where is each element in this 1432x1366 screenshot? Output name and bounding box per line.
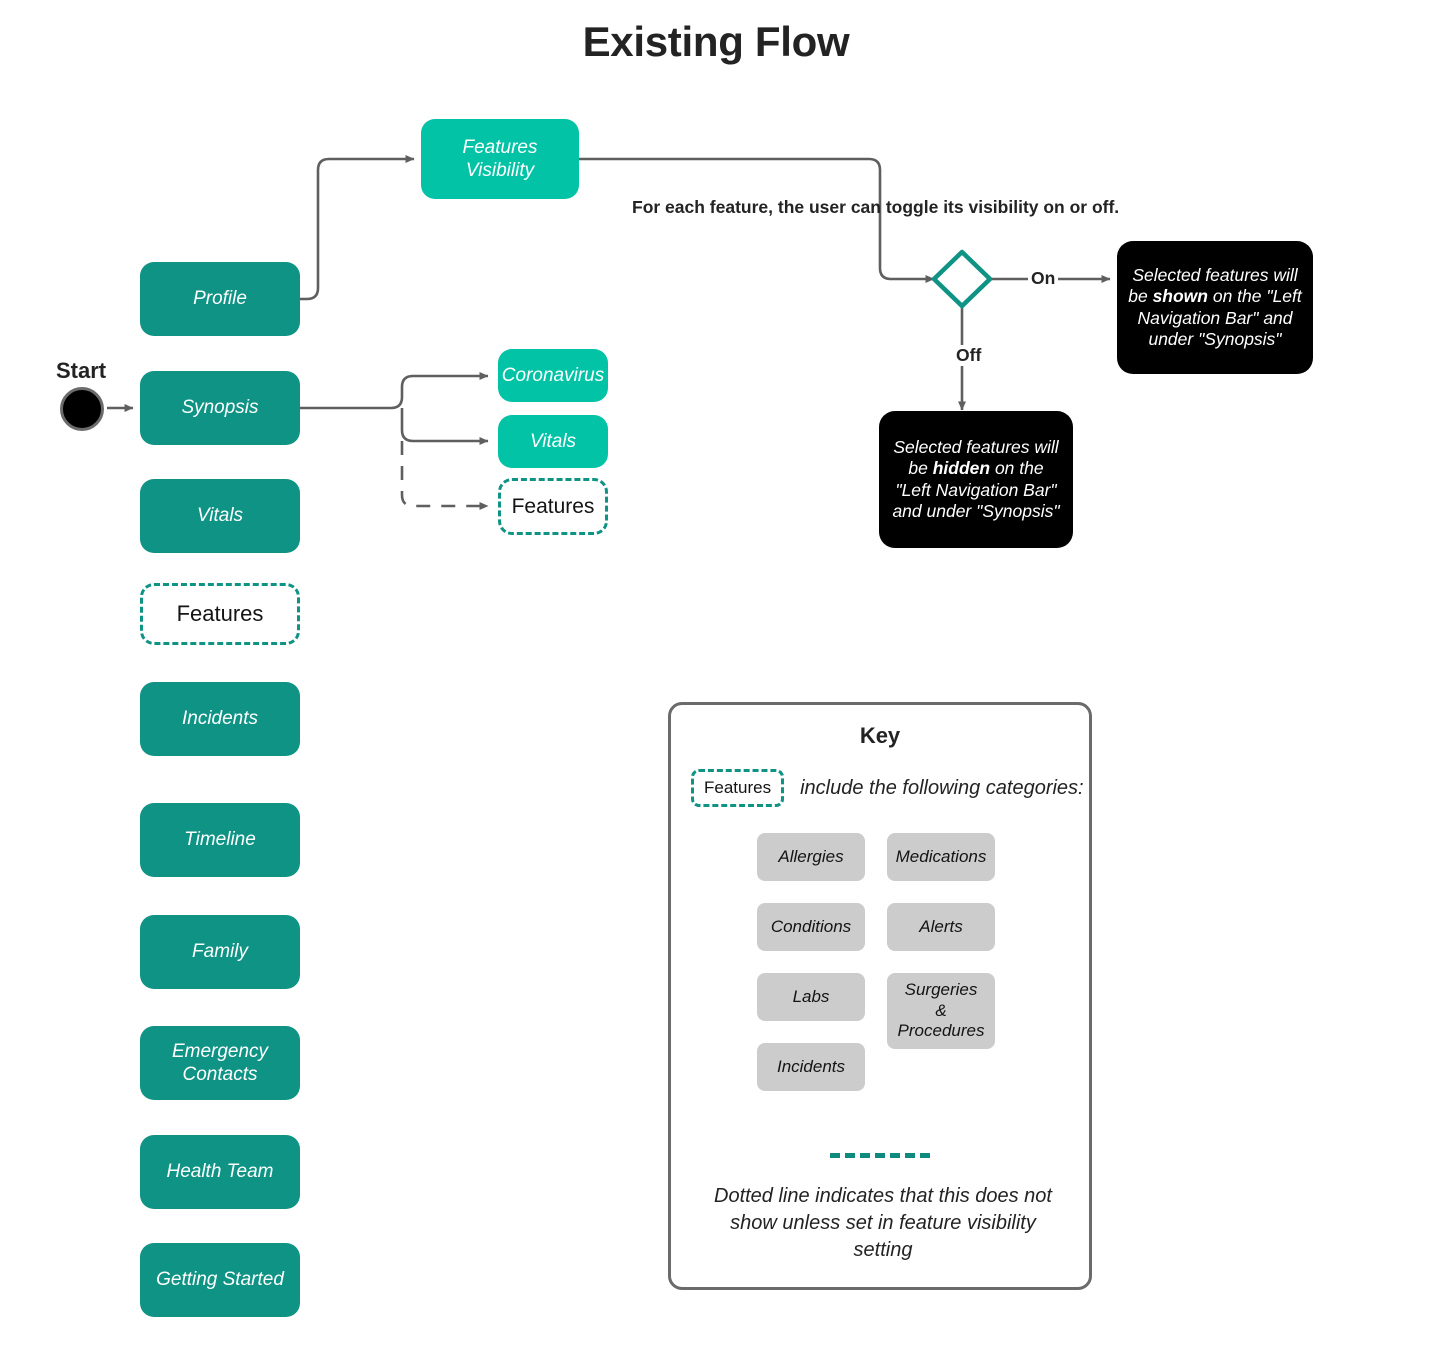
- node-vitals[interactable]: Vitals: [140, 479, 300, 553]
- node-synopsis-features[interactable]: Features: [498, 478, 608, 535]
- key-category-column-left: Allergies Conditions Labs Incidents: [757, 833, 865, 1091]
- key-title: Key: [859, 723, 901, 748]
- category-chip-alerts: Alerts: [887, 903, 995, 951]
- edge-profile-to-features-visibility: [300, 155, 415, 301]
- edge-trunk-to-features-dashed: [400, 441, 489, 510]
- callout-on-prefix: Selected features will be: [1128, 264, 1298, 307]
- edge-label-off: Off: [953, 345, 985, 366]
- node-family[interactable]: Family: [140, 915, 300, 989]
- callout-off-emphasis: hidden: [932, 458, 991, 479]
- node-emergency-contacts[interactable]: Emergency Contacts: [140, 1026, 300, 1100]
- node-incidents[interactable]: Incidents: [140, 682, 300, 756]
- edge-features-visibility-to-decision: [579, 157, 935, 283]
- edge-trunk-to-coronavirus: [390, 372, 489, 410]
- key-panel: Key Features include the following categ…: [668, 702, 1092, 1290]
- page-title: Existing Flow: [582, 18, 850, 65]
- category-chip-labs: Labs: [757, 973, 865, 1021]
- callout-off-prefix: Selected features will be: [893, 436, 1059, 479]
- callout-off-suffix: on the "Left Navigation Bar" and under "…: [892, 458, 1060, 521]
- dashed-line-sample: [671, 1153, 1089, 1158]
- node-features[interactable]: Features: [140, 583, 300, 645]
- key-features-chip: Features: [691, 769, 785, 807]
- callout-on-outcome: Selected features will be shown on the "…: [1117, 241, 1313, 374]
- key-legend-row: Features include the following categorie…: [691, 769, 1084, 807]
- key-note: Dotted line indicates that this does not…: [714, 1185, 1052, 1261]
- start-node: [60, 387, 104, 431]
- node-coronavirus[interactable]: Coronavirus: [498, 349, 608, 402]
- node-profile[interactable]: Profile: [140, 262, 300, 336]
- node-health-team[interactable]: Health Team: [140, 1135, 300, 1209]
- callout-off-outcome: Selected features will be hidden on the …: [879, 411, 1073, 548]
- edge-trunk-to-vitals: [400, 408, 489, 445]
- category-chip-conditions: Conditions: [757, 903, 865, 951]
- key-category-column-right: Medications Alerts Surgeries & Procedure…: [887, 833, 995, 1091]
- node-synopsis[interactable]: Synopsis: [140, 371, 300, 445]
- category-chip-allergies: Allergies: [757, 833, 865, 881]
- category-chip-incidents: Incidents: [757, 1043, 865, 1091]
- key-caption: include the following categories:: [800, 776, 1084, 799]
- callout-on-suffix: on the "Left Navigation Bar" and under "…: [1137, 286, 1302, 349]
- edge-label-on: On: [1028, 268, 1059, 289]
- node-timeline[interactable]: Timeline: [140, 803, 300, 877]
- decision-diamond: [931, 249, 993, 309]
- toggle-annotation: For each feature, the user can toggle it…: [632, 197, 1120, 217]
- category-chip-medications: Medications: [887, 833, 995, 881]
- node-features-visibility[interactable]: Features Visibility: [421, 119, 579, 199]
- node-getting-started[interactable]: Getting Started: [140, 1243, 300, 1317]
- category-chip-surgeries-procedures: Surgeries & Procedures: [887, 973, 995, 1049]
- key-category-grid: Allergies Conditions Labs Incidents Medi…: [757, 833, 995, 1091]
- callout-on-emphasis: shown: [1152, 286, 1208, 307]
- dashed-line-glyph: [830, 1153, 930, 1158]
- start-label: Start: [56, 358, 107, 383]
- node-synopsis-vitals[interactable]: Vitals: [498, 415, 608, 468]
